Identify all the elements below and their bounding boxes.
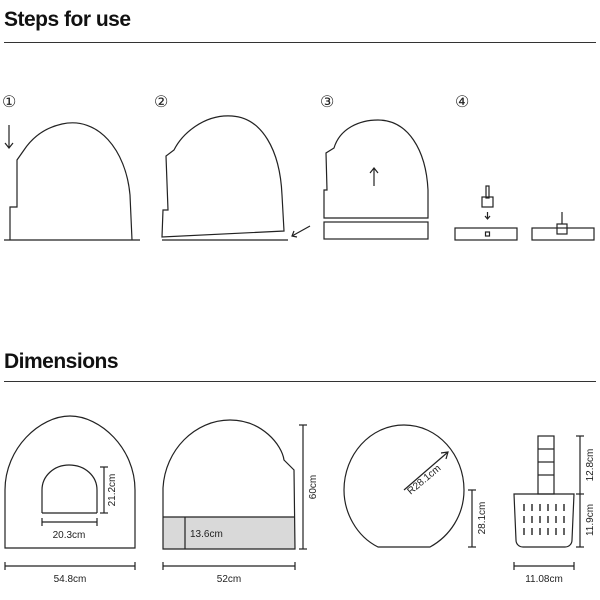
top-radius-label: R28.1cm — [406, 463, 444, 497]
steps-title: Steps for use — [4, 8, 131, 31]
top-base-height-label: 28.1cm — [477, 502, 488, 535]
side-tray-height-label: 13.6cm — [190, 529, 223, 540]
scoop-handle-height-label: 12.8cm — [585, 449, 596, 482]
step-4-number: ④ — [455, 94, 469, 111]
step-1-number: ① — [2, 94, 16, 111]
side-height-label: 60cm — [308, 475, 319, 499]
top-view — [343, 424, 476, 548]
dimensions-title: Dimensions — [4, 350, 119, 373]
steps-divider — [4, 42, 596, 43]
tray-fill — [163, 517, 295, 549]
scoop-head-height-label: 11.9cm — [585, 504, 596, 536]
side-view — [162, 419, 307, 570]
scoop-view — [513, 435, 584, 570]
diagonal-arrow-icon — [291, 225, 311, 237]
step-4-illustration — [454, 185, 595, 241]
step-2-illustration — [161, 115, 311, 241]
scoop-width-label: 11.08cm — [525, 574, 563, 585]
step-2-number: ② — [154, 94, 168, 111]
dimensions-divider — [4, 381, 596, 382]
side-total-width-label: 52cm — [217, 574, 241, 585]
step-3-number: ③ — [320, 94, 334, 111]
front-opening-width-label: 20.3cm — [53, 530, 86, 541]
front-total-width-label: 54.8cm — [54, 574, 87, 585]
step-3-illustration — [323, 119, 429, 240]
front-view — [4, 415, 136, 570]
front-opening-height-label: 21.2cm — [107, 474, 118, 507]
step-1-illustration — [4, 122, 140, 241]
